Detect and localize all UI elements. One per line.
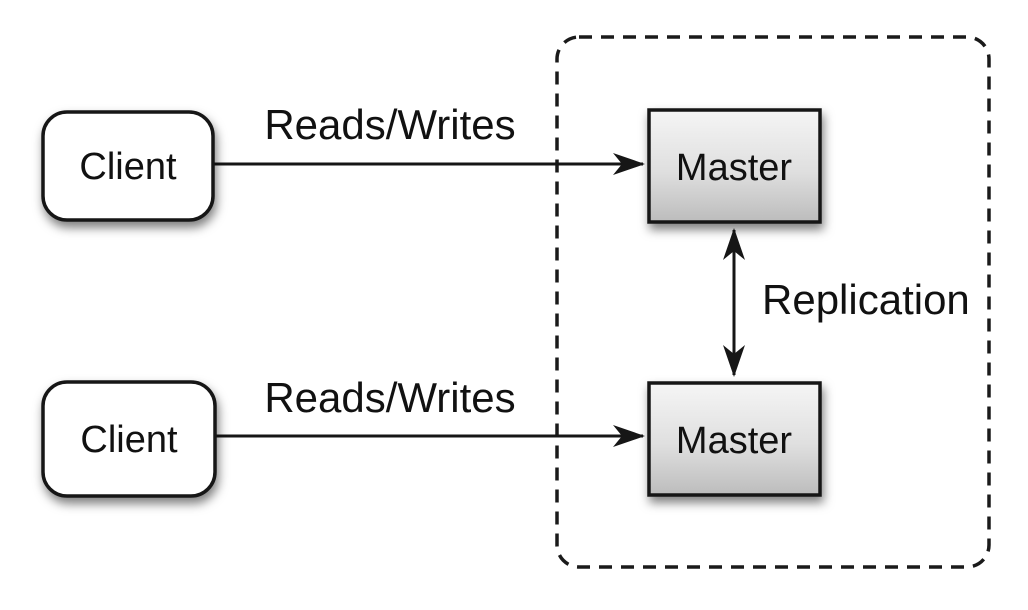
master-label-2: Master: [676, 420, 792, 462]
edge-client1-master1: Reads/Writes: [213, 101, 645, 175]
client-label-2: Client: [80, 419, 178, 461]
edge-master1-master2: Replication: [723, 228, 970, 377]
client-box-2: [41, 380, 217, 498]
client-box-1: [41, 110, 215, 222]
edge-client2-master2: Reads/Writes: [216, 374, 645, 447]
replication-boundary-box: [555, 35, 991, 569]
master-node-2: Master: [647, 381, 822, 497]
master-label-1: Master: [676, 147, 792, 189]
master-node-1: Master: [647, 108, 822, 224]
client-node-2: Client: [41, 380, 217, 498]
client-node-1: Client: [41, 110, 215, 222]
master-box-1: [647, 108, 822, 224]
reads-writes-label-top: Reads/Writes: [264, 101, 515, 148]
client-label-1: Client: [79, 146, 177, 188]
master-box-2: [647, 381, 822, 497]
replication-label: Replication: [762, 276, 970, 323]
reads-writes-label-bottom: Reads/Writes: [264, 374, 515, 421]
